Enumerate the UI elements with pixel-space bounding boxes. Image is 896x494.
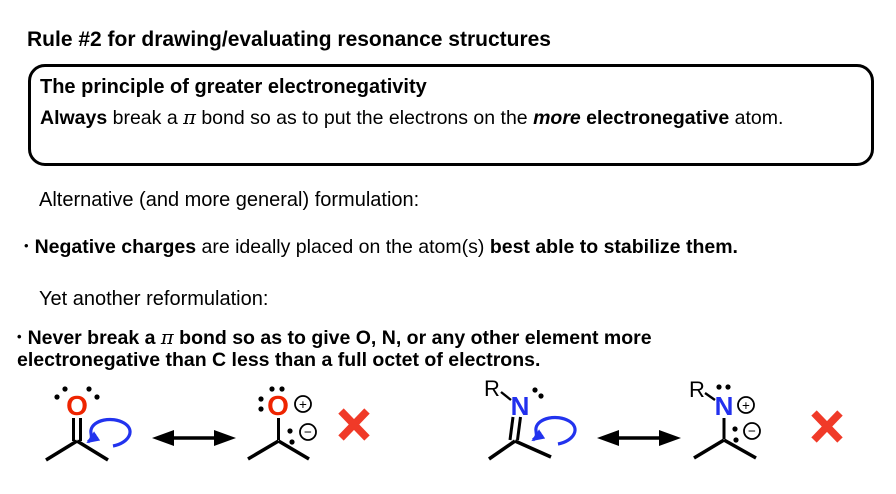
x-mark-icon <box>338 408 370 441</box>
methyl-bond <box>45 439 78 462</box>
stabilize-text: best able to stabilize them. <box>489 236 738 258</box>
always-text: Always <box>40 107 108 129</box>
resonance-arrow <box>152 430 236 446</box>
body-text-2: bond so as to put the electrons on the <box>195 107 534 129</box>
methyl-bond <box>514 439 552 459</box>
oxygen-atom-label: O <box>267 390 289 421</box>
minus-charge-icon: − <box>299 423 317 441</box>
r-group-label: R <box>484 376 500 401</box>
lone-pair-dots <box>716 384 739 443</box>
double-bond <box>516 416 522 441</box>
methyl-bond <box>247 439 280 461</box>
never-break-line1: • Never break a π bond so as to give O, N… <box>17 326 652 350</box>
lone-pair-dots <box>54 386 100 400</box>
electron-pushing-arrow <box>86 417 132 448</box>
nitrogen-atom-label: N <box>511 391 530 421</box>
negative-charges-text: Negative charges <box>34 236 197 258</box>
principle-body: Always break a π bond so as to put the e… <box>40 106 867 130</box>
bullet-icon: • <box>17 329 22 344</box>
x-mark-icon <box>811 410 843 443</box>
more-text: more <box>533 107 581 129</box>
imine-structure: R N <box>484 376 577 461</box>
methyl-bond <box>723 438 757 460</box>
resonance-structures-diagram: O O + − <box>45 376 843 462</box>
ketone-structure: O <box>45 386 132 462</box>
double-bond <box>508 416 515 441</box>
never-break-bullet: • Never break a π bond so as to give O, N… <box>17 326 652 372</box>
page-title: Rule #2 for drawing/evaluating resonance… <box>27 28 551 51</box>
plus-charge-icon: + <box>294 395 312 413</box>
plus-charge-icon: + <box>737 396 755 414</box>
lone-pair-dots <box>258 386 295 445</box>
bullet1-mid-text: are ideally placed on the atom(s) <box>196 236 490 258</box>
methyl-bond <box>277 439 310 461</box>
principle-heading: The principle of greater electronegativi… <box>40 76 427 98</box>
minus-charge-icon: − <box>743 422 761 440</box>
plus-sign: + <box>299 397 307 412</box>
x-stroke <box>338 408 370 441</box>
x-stroke <box>811 410 843 443</box>
negative-charges-bullet: • Negative charges are ideally placed on … <box>24 236 738 259</box>
line1-post-pi: bond so as to give O, N, or any other el… <box>173 327 652 349</box>
r-n-bond <box>704 392 716 401</box>
methyl-bond <box>488 439 516 461</box>
r-n-bond <box>500 391 512 401</box>
body-text-1: break a <box>107 107 184 129</box>
principle-box: The principle of greater electronegativi… <box>28 64 874 166</box>
bullet-icon: • <box>24 238 29 253</box>
pi-symbol: π <box>183 106 196 129</box>
body-text-3: atom. <box>729 107 784 129</box>
electronegative-text: electronegative <box>580 107 730 129</box>
minus-sign: − <box>748 424 756 439</box>
methyl-bond <box>693 438 725 460</box>
alternative-formulation-intro: Alternative (and more general) formulati… <box>39 189 420 211</box>
plus-sign: + <box>742 398 750 413</box>
imine-bad-resonance-structure: R N + − <box>689 377 761 460</box>
r-group-label: R <box>689 377 705 402</box>
electron-pushing-arrow <box>531 415 577 446</box>
resonance-arrow <box>597 430 681 446</box>
never-break-line2: electronegative than C less than a full … <box>17 349 541 371</box>
line1-pre-pi: Never break a <box>27 327 161 349</box>
pi-symbol: π <box>160 326 174 349</box>
reformulation-intro: Yet another reformulation: <box>39 288 269 310</box>
lone-pair-dots <box>532 387 544 399</box>
methyl-bond <box>76 439 109 462</box>
minus-sign: − <box>304 425 312 440</box>
nitrogen-atom-label: N <box>715 391 734 421</box>
ketone-bad-resonance-structure: O + − <box>247 386 317 461</box>
oxygen-atom-label: O <box>66 390 88 421</box>
